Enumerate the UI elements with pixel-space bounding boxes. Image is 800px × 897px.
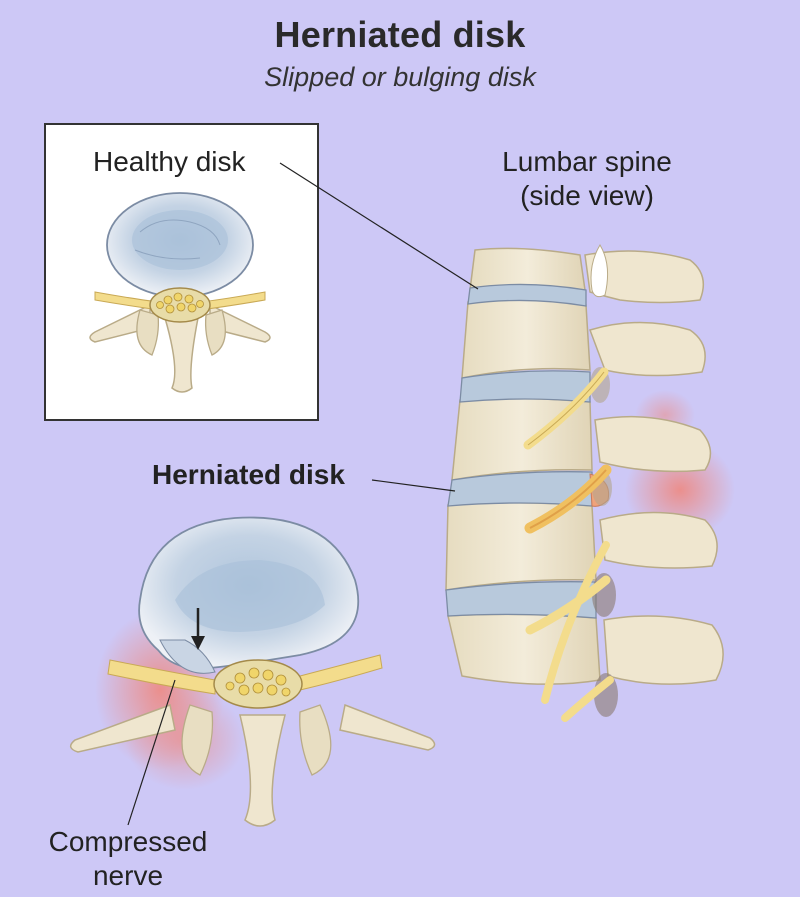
label-herniated-disk: Herniated disk — [152, 459, 345, 490]
herniated-disk-illustration — [69, 516, 436, 827]
label-healthy-disk: Healthy disk — [93, 146, 246, 177]
lumbar-spine-side-view — [445, 244, 735, 722]
label-compressed-nerve-line2: nerve — [92, 860, 164, 891]
label-lumbar-spine-line2: (side view) — [520, 180, 654, 211]
label-compressed-nerve: Compressed nerve — [38, 825, 218, 893]
diagram-subtitle: Slipped or bulging disk — [264, 62, 536, 92]
leader-lines — [127, 162, 479, 826]
label-compressed-nerve-line1: Compressed — [48, 826, 208, 857]
diagram-title: Herniated disk — [274, 14, 526, 55]
label-lumbar-spine-line1: Lumbar spine — [502, 146, 672, 177]
label-lumbar-spine: Lumbar spine (side view) — [492, 145, 682, 213]
healthy-disk-illustration — [89, 192, 271, 393]
